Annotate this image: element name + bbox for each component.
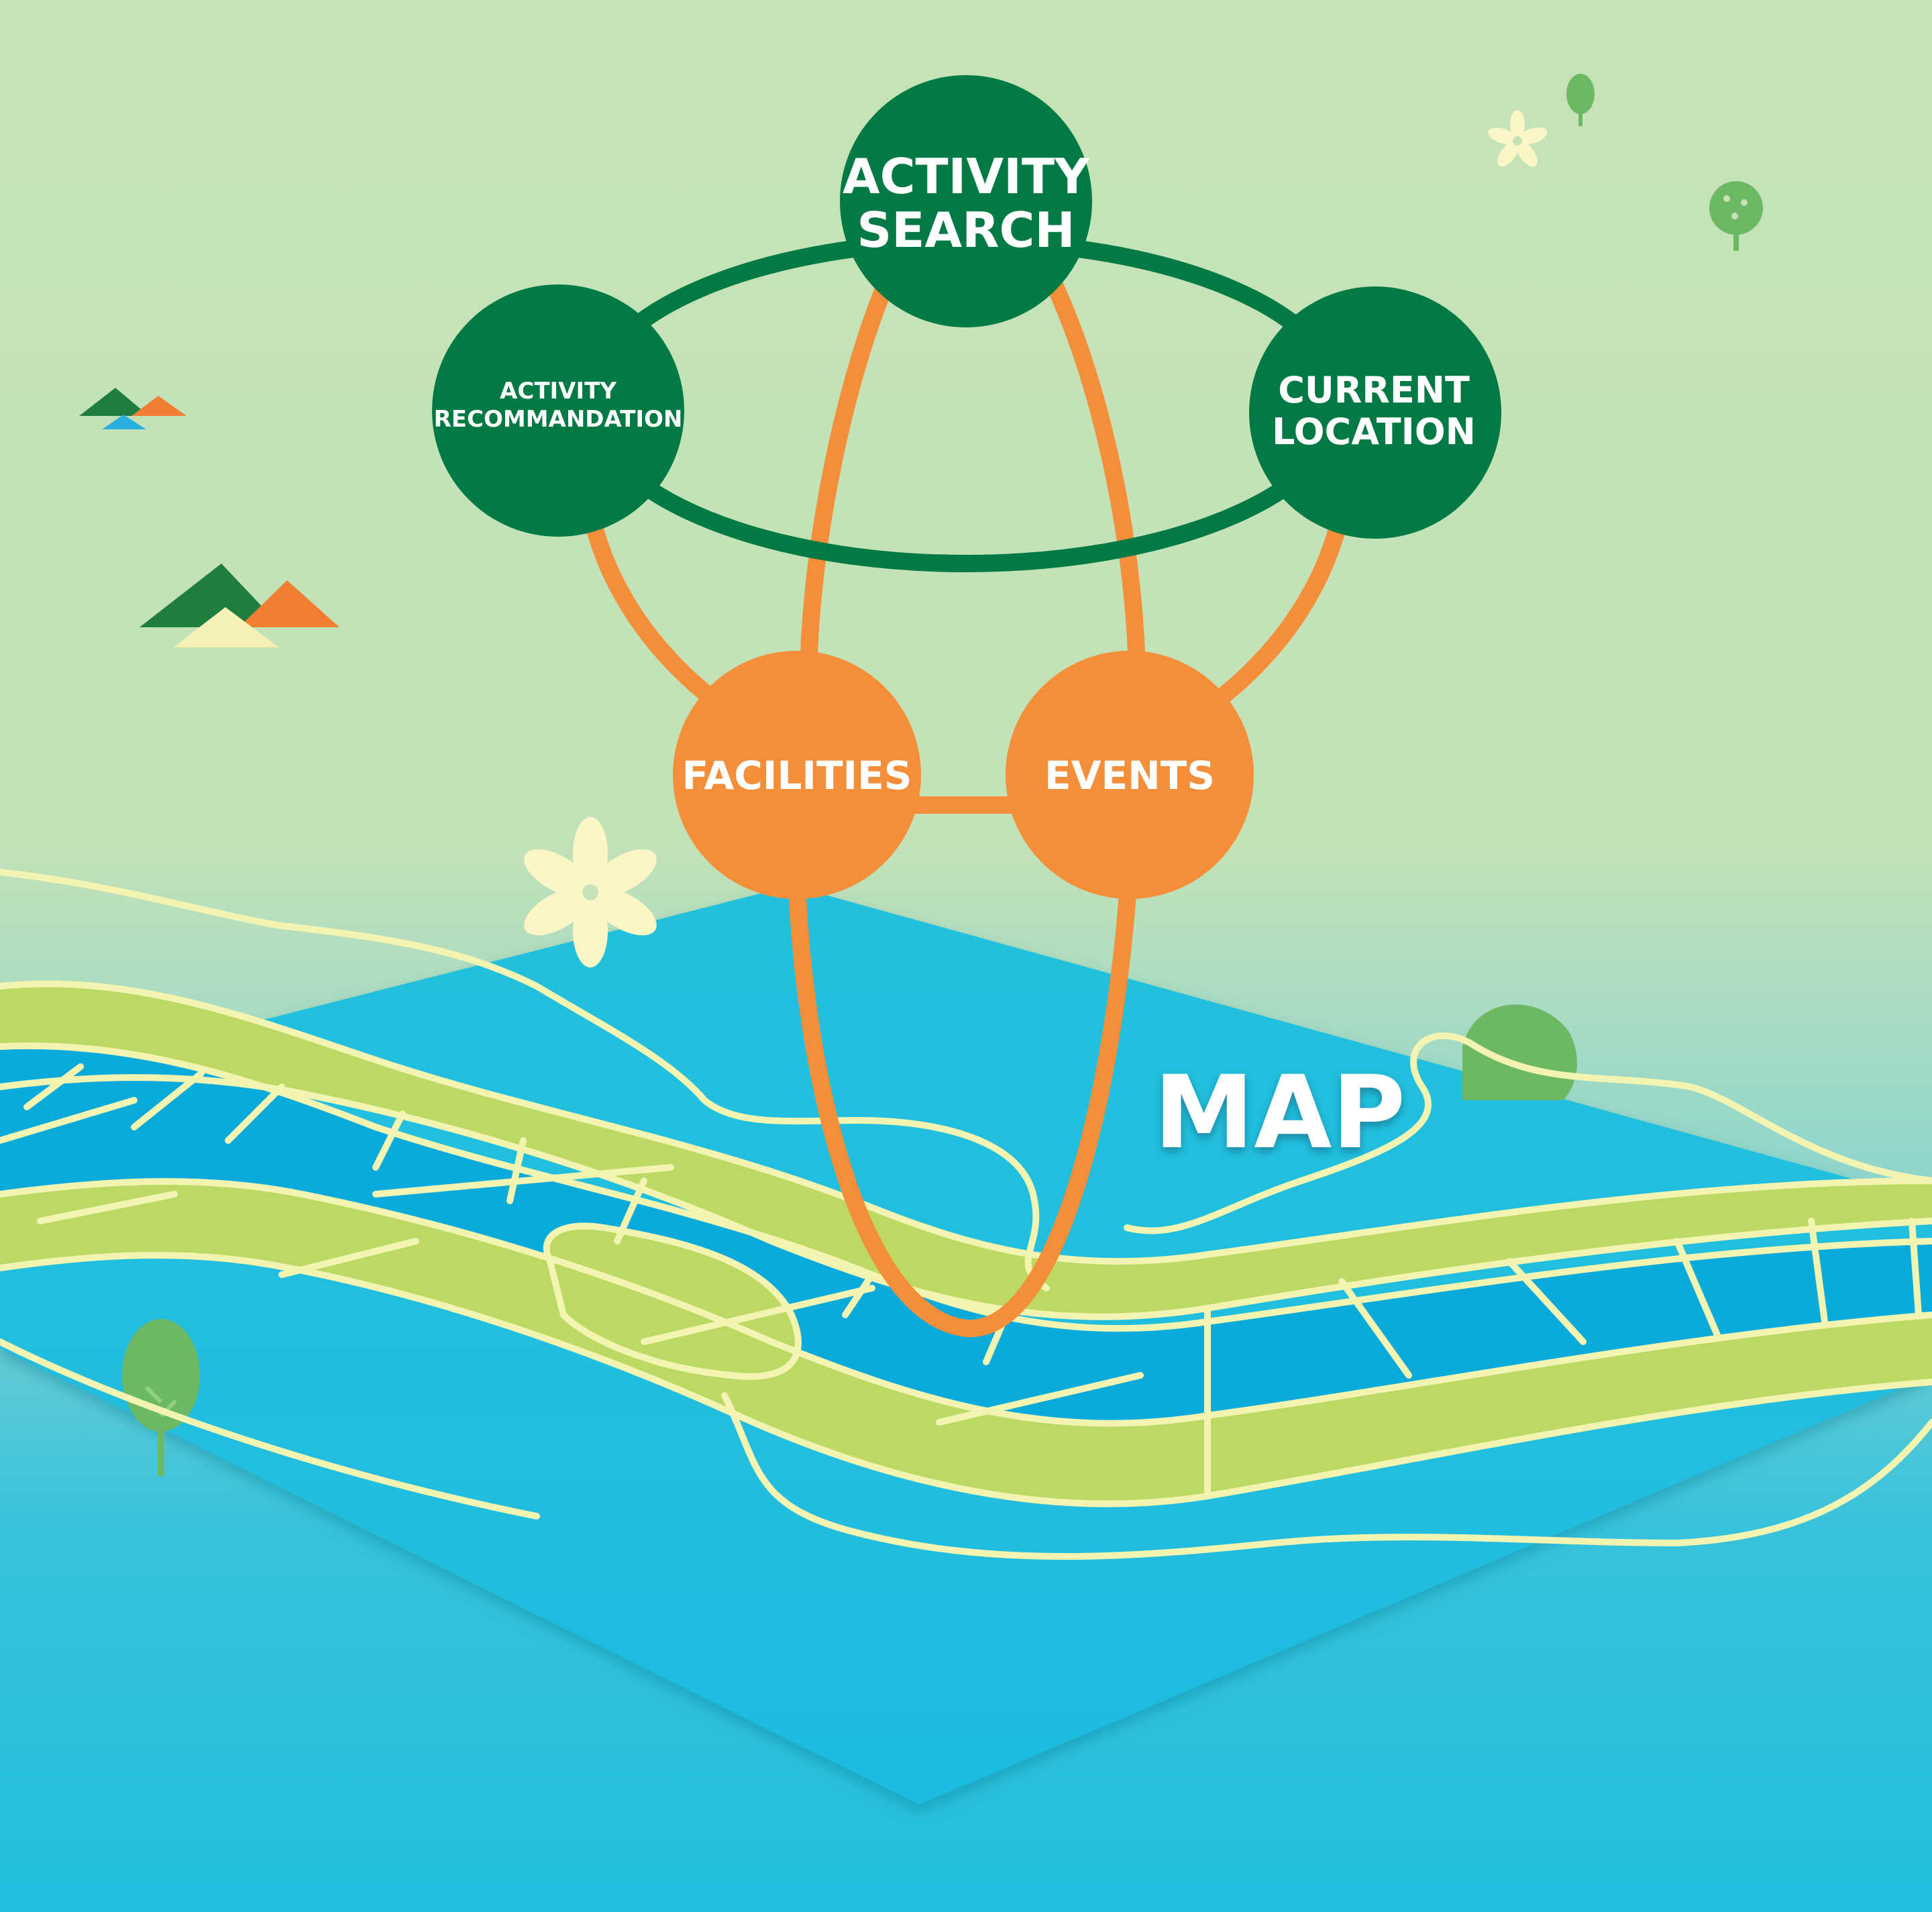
- land-band: [0, 984, 1932, 1317]
- node-label-line2: RECOMMANDATION: [434, 406, 683, 433]
- node-activity-search[interactable]: ACTIVITY SEARCH: [840, 75, 1092, 327]
- node-label: FACILITIES: [682, 753, 912, 798]
- city-map: [0, 869, 1932, 1560]
- daisy-icon: [1487, 110, 1548, 167]
- node-activity-recommendation[interactable]: ACTIVITY RECOMMANDATION: [432, 284, 684, 537]
- connector-location-events: [1212, 501, 1350, 706]
- node-label-line2: LOCATION: [1272, 411, 1476, 453]
- map-loop: [788, 877, 1137, 1338]
- node-label: EVENTS: [1044, 753, 1215, 798]
- connector-recommendation-facilities: [582, 501, 720, 706]
- daisy-icon: [524, 817, 657, 967]
- node-events[interactable]: EVENTS: [1006, 651, 1254, 899]
- round-tree-icon: [1709, 181, 1763, 251]
- connector-search-events: [1038, 260, 1146, 680]
- river: [0, 1045, 1932, 1424]
- orange-connectors: [582, 260, 1350, 1338]
- tree-icon: [1462, 1004, 1577, 1100]
- node-label-line1: CURRENT: [1278, 369, 1470, 411]
- land-band: [0, 1181, 1932, 1504]
- connector-search-facilities: [800, 260, 901, 680]
- node-current-location[interactable]: CURRENT LOCATION: [1249, 286, 1501, 539]
- tree-icon: [1566, 74, 1595, 126]
- mountains-icon: [79, 388, 186, 429]
- node-label-line1: ACTIVITY: [843, 148, 1090, 205]
- map-label: MAP: [1154, 1055, 1405, 1171]
- node-label-line2: SEARCH: [857, 202, 1075, 258]
- node-label-line1: ACTIVITY: [500, 378, 616, 405]
- mountains-icon: [140, 564, 339, 647]
- node-facilities[interactable]: FACILITIES: [673, 651, 921, 899]
